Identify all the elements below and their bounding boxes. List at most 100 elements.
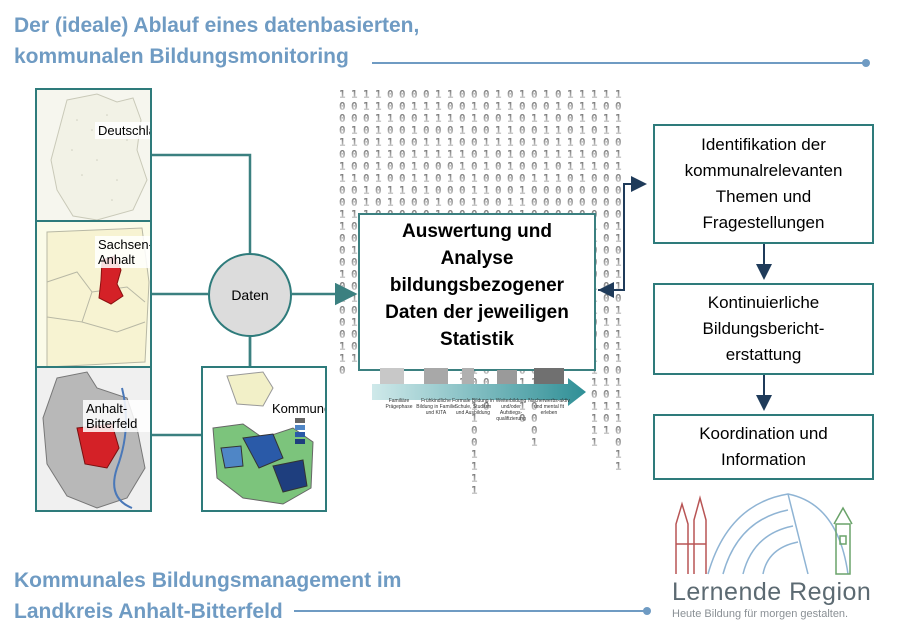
- bericht-line-3: erstattung: [725, 345, 802, 364]
- binary-digit: 0: [351, 148, 358, 161]
- binary-digit: 1: [615, 304, 622, 317]
- bericht-line-2: Bildungsbericht-: [702, 319, 825, 338]
- binary-digit: 0: [567, 100, 574, 113]
- title-line-2: kommunalen Bildungsmonitoring: [14, 45, 349, 68]
- binary-digit: 0: [555, 184, 562, 197]
- binary-digit: 0: [531, 88, 538, 101]
- binary-digit: 1: [507, 136, 514, 149]
- identifikation-line-2: kommunalrelevanten: [684, 161, 843, 180]
- binary-digit: 1: [459, 148, 466, 161]
- binary-digit: 1: [591, 160, 598, 173]
- binary-digit: 0: [339, 244, 346, 257]
- binary-digit: 0: [531, 196, 538, 209]
- binary-digit: 1: [615, 124, 622, 137]
- binary-digit: 0: [591, 388, 598, 401]
- binary-digit: 0: [603, 244, 610, 257]
- binary-digit: 0: [579, 136, 586, 149]
- binary-digit: 0: [543, 136, 550, 149]
- binary-digit: 0: [603, 208, 610, 221]
- kommunen-map-image: [212, 371, 314, 505]
- binary-digit: 1: [435, 196, 442, 209]
- binary-digit: 1: [555, 136, 562, 149]
- identifikation-line-3: Themen und: [715, 187, 812, 206]
- binary-digit: 0: [603, 292, 610, 305]
- binary-digit: 0: [339, 232, 346, 245]
- binary-digit: 0: [435, 124, 442, 137]
- binary-digit: 1: [531, 112, 538, 125]
- binary-digit: 1: [591, 436, 598, 449]
- binary-digit: 0: [555, 88, 562, 101]
- binary-digit: 0: [615, 100, 622, 113]
- binary-digit: 0: [459, 112, 466, 125]
- binary-digit: 1: [579, 160, 586, 173]
- binary-digit: 1: [531, 172, 538, 185]
- binary-digit: 1: [543, 148, 550, 161]
- binary-digit: 1: [615, 256, 622, 269]
- binary-digit: 1: [447, 172, 454, 185]
- binary-digit: 1: [351, 316, 358, 329]
- binary-digit: 0: [459, 100, 466, 113]
- analysis-box-text: Auswertung und Analyse bildungsbezogener…: [362, 218, 592, 353]
- binary-digit: 1: [351, 88, 358, 101]
- binary-digit: 0: [351, 100, 358, 113]
- binary-digit: 1: [411, 124, 418, 137]
- binary-digit: 0: [579, 184, 586, 197]
- binary-digit: 0: [603, 412, 610, 425]
- box-koordination: Koordination und Information: [653, 414, 874, 480]
- binary-digit: 0: [411, 196, 418, 209]
- binary-digit: 1: [591, 88, 598, 101]
- binary-digit: 0: [531, 424, 538, 437]
- anhalt-bitterfeld-map-image: [42, 371, 146, 509]
- binary-digit: 0: [423, 196, 430, 209]
- phase-5: Nacherwerbs-aktiv und mental fit erleben: [528, 398, 570, 416]
- binary-digit: 1: [375, 100, 382, 113]
- binary-digit: 0: [603, 220, 610, 233]
- binary-digit: 1: [447, 148, 454, 161]
- binary-digit: 1: [579, 148, 586, 161]
- binary-digit: 0: [591, 172, 598, 185]
- binary-digit: 1: [351, 352, 358, 365]
- binary-digit: 0: [483, 88, 490, 101]
- map-kommunen: Kommunen: [201, 366, 327, 512]
- binary-digit: 0: [615, 196, 622, 209]
- binary-digit: 0: [603, 388, 610, 401]
- label-kommunen: Kommunen: [269, 400, 325, 417]
- binary-digit: 1: [531, 436, 538, 449]
- binary-digit: 1: [423, 112, 430, 125]
- binary-digit: 0: [519, 100, 526, 113]
- analysis-line-5: Statistik: [440, 329, 514, 350]
- binary-digit: 1: [339, 88, 346, 101]
- binary-digit: 1: [435, 100, 442, 113]
- binary-digit: 1: [483, 160, 490, 173]
- binary-digit: 1: [615, 268, 622, 281]
- binary-digit: 0: [615, 436, 622, 449]
- binary-digit: 1: [375, 148, 382, 161]
- binary-digit: 1: [411, 100, 418, 113]
- binary-digit: 1: [423, 136, 430, 149]
- binary-digit: 0: [351, 256, 358, 269]
- bericht-line-1: Kontinuierliche: [707, 293, 820, 312]
- daten-node: Daten: [208, 253, 292, 337]
- binary-digit: 0: [471, 376, 478, 389]
- binary-digit: 0: [351, 328, 358, 341]
- phase-1: Familiäre Prägephase: [385, 398, 413, 410]
- binary-digit: 0: [603, 172, 610, 185]
- daten-label: Daten: [231, 287, 269, 303]
- binary-digit: 0: [555, 160, 562, 173]
- binary-digit: 0: [615, 136, 622, 149]
- binary-digit: 0: [375, 184, 382, 197]
- identifikation-line-4: Fragestellungen: [702, 213, 825, 232]
- koordination-line-2: Information: [720, 450, 807, 469]
- binary-digit: 0: [567, 112, 574, 125]
- binary-digit: 1: [471, 472, 478, 485]
- binary-digit: 0: [387, 100, 394, 113]
- binary-digit: 0: [435, 184, 442, 197]
- binary-digit: 1: [351, 124, 358, 137]
- binary-digit: 1: [615, 160, 622, 173]
- binary-digit: 1: [351, 172, 358, 185]
- binary-digit: 0: [543, 184, 550, 197]
- binary-digit: 0: [567, 184, 574, 197]
- binary-digit: 1: [615, 148, 622, 161]
- phase-4: Weiterbildung und/oder Aufstiegs-qualifi…: [495, 398, 527, 422]
